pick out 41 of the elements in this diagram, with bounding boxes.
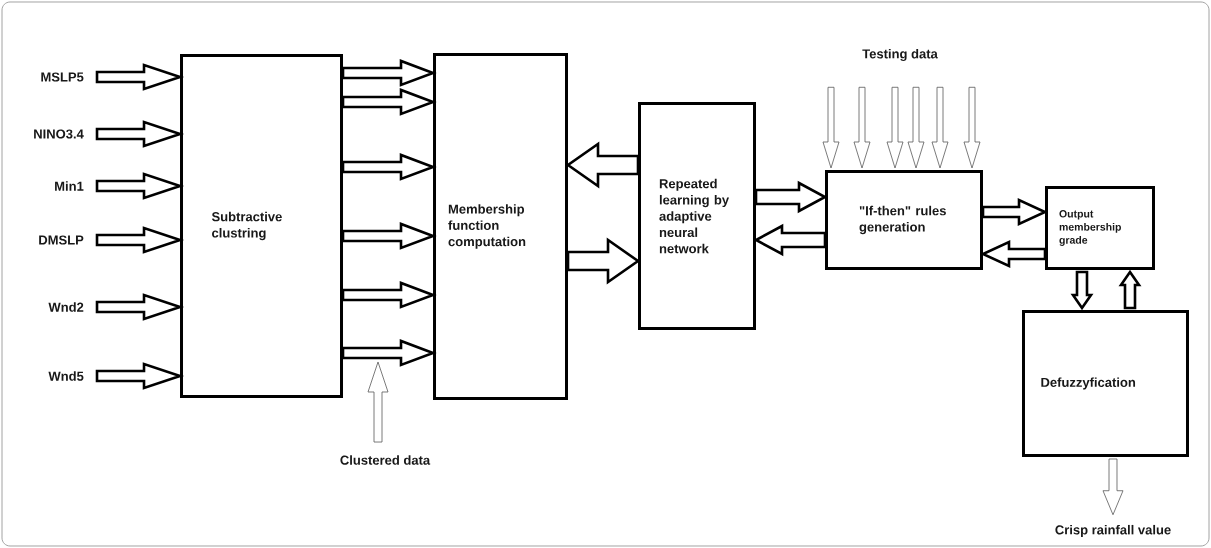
block-arrow [367,361,389,443]
block-arrow [341,281,437,309]
block-arrow [1070,270,1094,311]
input-label: DMSLP [39,235,84,245]
input-label: Wnd2 [48,302,84,312]
block-arrow [963,86,981,169]
input-label: NINO3.4 [34,129,84,139]
block-arrow [907,86,925,169]
block-arrow [95,226,185,254]
block-arrow [95,63,185,91]
input-label: MSLP5 [41,72,84,82]
process-box: Repeated learning by adaptive neural network [638,102,756,330]
block-arrow [754,180,828,214]
input-label: Wnd5 [48,371,84,381]
block-arrow [753,223,827,257]
process-box: Subtractive clustring [180,54,343,398]
block-arrow [95,120,185,148]
block-arrow [566,237,641,285]
process-box: Membership function computation [433,53,568,400]
block-arrow [886,86,904,169]
block-arrow [341,59,437,87]
input-label: Min1 [55,181,84,191]
block-arrow [931,86,949,169]
block-arrow [95,172,185,200]
block-arrow [853,86,871,169]
block-arrow [565,141,640,189]
block-arrow [341,153,437,181]
block-arrow [95,293,185,321]
block-arrow [341,222,437,250]
input-label: Clustered data [340,455,431,465]
block-arrow [1102,458,1124,516]
process-box: Defuzzyfication [1022,310,1189,457]
block-arrow [822,86,840,169]
input-label: Crisp rainfall value [1055,524,1171,538]
block-arrow [341,88,437,116]
block-arrow [1118,269,1142,310]
input-label: Testing data [862,48,938,62]
block-arrow [341,339,437,367]
block-arrow [95,362,185,390]
process-box: "If-then" rules generation [825,170,983,270]
process-box: Output membership grade [1045,186,1155,270]
